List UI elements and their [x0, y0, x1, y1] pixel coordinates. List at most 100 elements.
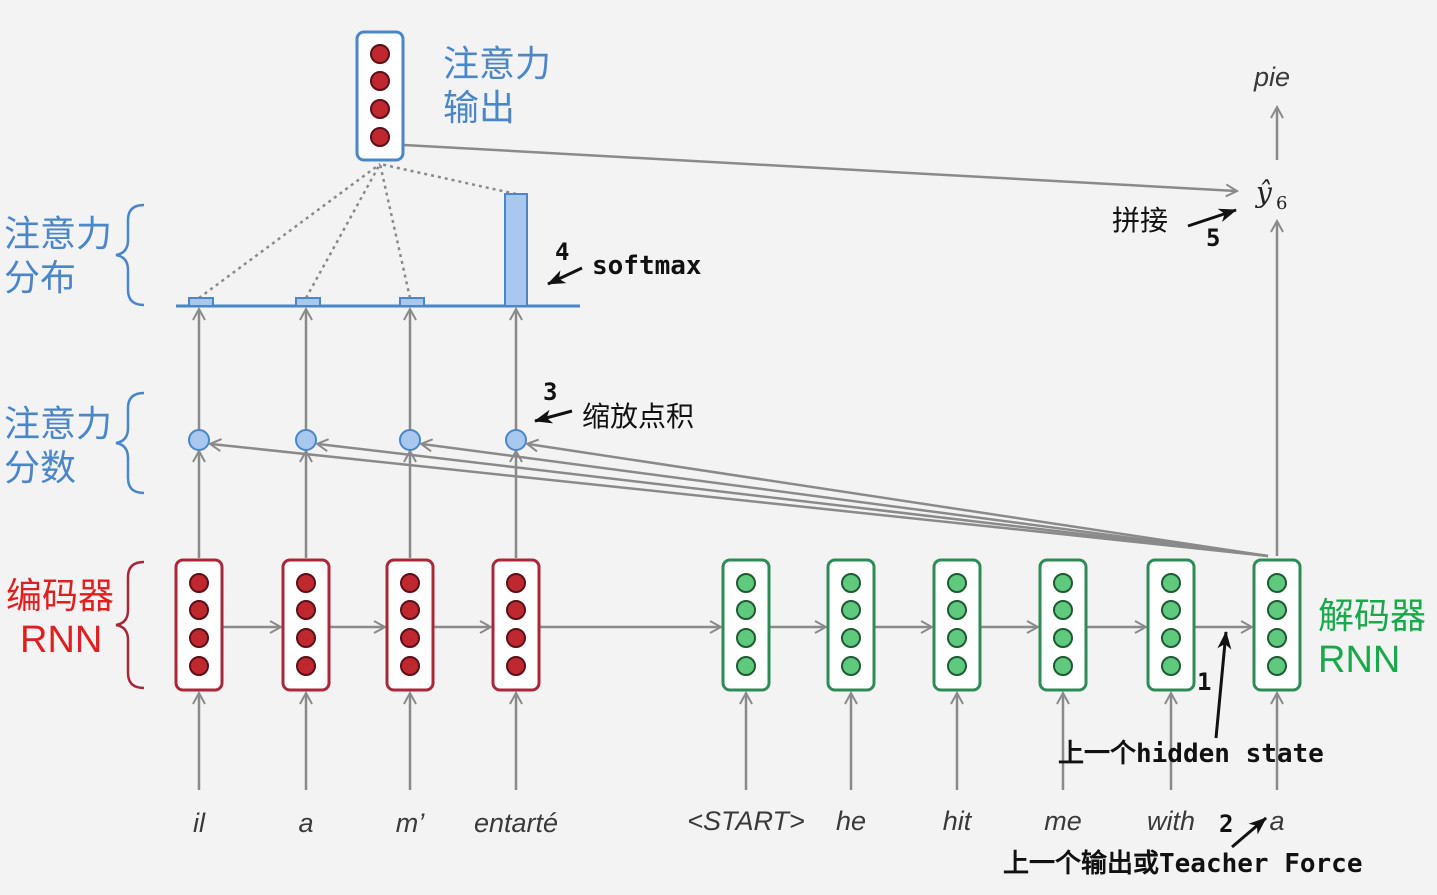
encoder-cell-unit [400, 656, 420, 676]
attention-weight-bar [504, 193, 528, 307]
decoder-cell-unit [736, 573, 756, 593]
decoder-input-word: with [1147, 806, 1195, 836]
encoder-cell-unit [296, 573, 316, 593]
step5-label: 拼接 [1112, 204, 1168, 237]
decoder-cell-unit [1053, 656, 1073, 676]
annotation-arrows [534, 208, 1267, 849]
encoder-input-word: entarté [474, 808, 558, 838]
attention-output-cell [355, 30, 405, 162]
encoder-cell-box [491, 558, 541, 692]
encoder-label-2: RNN [20, 619, 102, 661]
attention-output-label-2: 输出 [443, 88, 515, 129]
weighted-sum-line [378, 163, 412, 299]
decoder-cell [932, 558, 982, 692]
attention-distribution-label-2: 分布 [4, 258, 76, 299]
attention-output-label-1: 注意力 [443, 44, 551, 85]
step1-number: 1 [1197, 668, 1211, 696]
encoder-cell-unit [189, 656, 209, 676]
attention-output-unit [370, 99, 390, 119]
decoder-cell-unit [736, 628, 756, 648]
decoder-cell-unit [841, 600, 861, 620]
encoder-cell-unit [189, 573, 209, 593]
decoder-cell-box [1038, 558, 1088, 692]
encoder-cell-unit [400, 573, 420, 593]
decoder-cell [1038, 558, 1088, 692]
decoder-cell-box [932, 558, 982, 692]
decoder-cell-unit [1053, 600, 1073, 620]
decoder-cell-unit [841, 628, 861, 648]
encoder-cell-unit [189, 628, 209, 648]
decoder-cell-unit [947, 656, 967, 676]
decoder-cell-unit [947, 600, 967, 620]
decoder-cell-unit [736, 656, 756, 676]
attention-distribution-label-1: 注意力 [4, 214, 112, 255]
decoder-input-word: hit [943, 806, 973, 836]
decoder-cell-unit [1267, 628, 1287, 648]
attention-output-to-output-arrow [403, 143, 1236, 191]
decoder-cell-unit [1267, 656, 1287, 676]
encoder-cell-unit [400, 628, 420, 648]
step5-number: 5 [1206, 224, 1220, 252]
decoder-cell [826, 558, 876, 692]
step4-number: 4 [555, 238, 569, 266]
step3-label: 缩放点积 [582, 400, 694, 433]
step3-number: 3 [543, 378, 557, 406]
arrow-step2 [1231, 816, 1267, 849]
decoder-cell-unit [1161, 573, 1181, 593]
decoder-cell [1146, 558, 1196, 692]
attention-output-unit [370, 44, 390, 64]
attention-weight-bar [188, 297, 214, 307]
decoder-label-2: RNN [1318, 639, 1400, 681]
decoder-cell-box [1146, 558, 1196, 692]
decoder-cell-box [721, 558, 771, 692]
arrow-step1 [1214, 631, 1232, 739]
arrow-step4 [547, 266, 583, 286]
decoder-label-1: 解码器 [1318, 596, 1426, 637]
step4-label: softmax [592, 251, 702, 281]
y-hat-symbol: ŷ [1254, 176, 1273, 209]
braces [115, 203, 145, 690]
decoder-to-score-arrow [318, 444, 1269, 558]
output-word: pie [1253, 62, 1290, 92]
decoder-input-word: he [836, 806, 866, 836]
brace-encoder [115, 560, 145, 690]
encoder-cell-box [174, 558, 224, 692]
arrow-step5 [1187, 208, 1237, 228]
encoder-input-word: m’ [396, 808, 425, 838]
decoder-cell-unit [841, 573, 861, 593]
encoder-cell-unit [400, 600, 420, 620]
encoder-cell-unit [296, 628, 316, 648]
decoder-cell-unit [1053, 628, 1073, 648]
encoder-cell-unit [296, 600, 316, 620]
weighted-sum-line [198, 162, 381, 300]
connection-lines [199, 108, 1277, 790]
weighted-sum-line [304, 163, 382, 299]
decoder-input-word: <START> [687, 806, 805, 836]
encoder-cell-box [385, 558, 435, 692]
encoder-cell-unit [506, 600, 526, 620]
decoder-cell-unit [947, 573, 967, 593]
encoder-cell-unit [189, 600, 209, 620]
brace-attention-distribution [115, 203, 145, 307]
attention-score-node [295, 429, 317, 451]
attention-score-node [188, 429, 210, 451]
decoder-input-word: me [1044, 806, 1082, 836]
step2-number: 2 [1219, 810, 1233, 838]
arrow-step3 [534, 409, 573, 424]
encoder-cell-box [281, 558, 331, 692]
encoder-cell-unit [506, 656, 526, 676]
attention-weight-bar [399, 297, 425, 307]
decoder-cells [721, 558, 1302, 692]
decoder-cell [721, 558, 771, 692]
decoder-cell-unit [1267, 600, 1287, 620]
encoder-input-word: il [193, 808, 206, 838]
y-hat-subscript: 6 [1276, 193, 1287, 214]
encoder-cell-unit [506, 573, 526, 593]
attention-score-nodes [188, 429, 527, 451]
decoder-cell-unit [1161, 600, 1181, 620]
attention-scores-label-2: 分数 [4, 448, 76, 489]
encoder-label-1: 编码器 [6, 576, 114, 617]
step1-label: 上一个hidden state [1058, 739, 1324, 769]
